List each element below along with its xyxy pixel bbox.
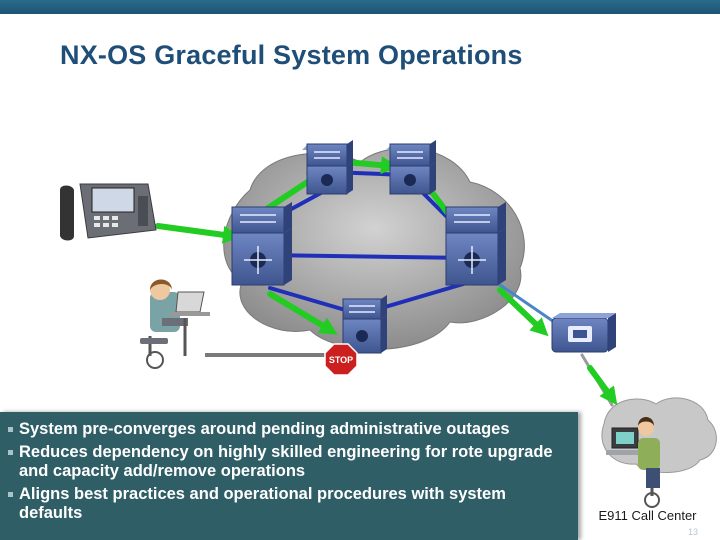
bullet-panel: System pre-converges around pending admi… [0,412,578,540]
page-number: 13 [687,527,698,537]
bullet-list: System pre-converges around pending admi… [8,420,568,527]
stop-sign-icon: STOP [324,343,358,376]
call-center-label: E911 Call Center [598,508,697,523]
bullet-marker [8,427,13,432]
bullet-text: Reduces dependency on highly skilled eng… [19,443,553,480]
switch-icon [386,140,436,195]
bullet-text: System pre-converges around pending admi… [19,420,510,438]
stop-sign-label: STOP [329,355,353,365]
core-switch-icon [445,202,506,286]
bullet-item: Reduces dependency on highly skilled eng… [8,443,568,481]
voice-gateway-icon [551,313,616,353]
bullet-text: Aligns best practices and operational pr… [19,485,506,522]
switch-icon [342,295,387,354]
bullet-marker [8,450,13,455]
bullet-item: Aligns best practices and operational pr… [8,485,568,523]
slide-title: NX-OS Graceful System Operations [60,40,523,70]
switch-icon [302,140,353,195]
core-switch-icon [231,202,292,286]
bullet-item: System pre-converges around pending admi… [8,420,568,439]
bullet-marker [8,492,13,497]
operator-at-desk-icon [140,279,210,369]
call-center-agent-icon [606,417,660,508]
ip-phone-icon [60,183,157,241]
header-bar [0,0,720,14]
core-cloud [223,147,525,350]
